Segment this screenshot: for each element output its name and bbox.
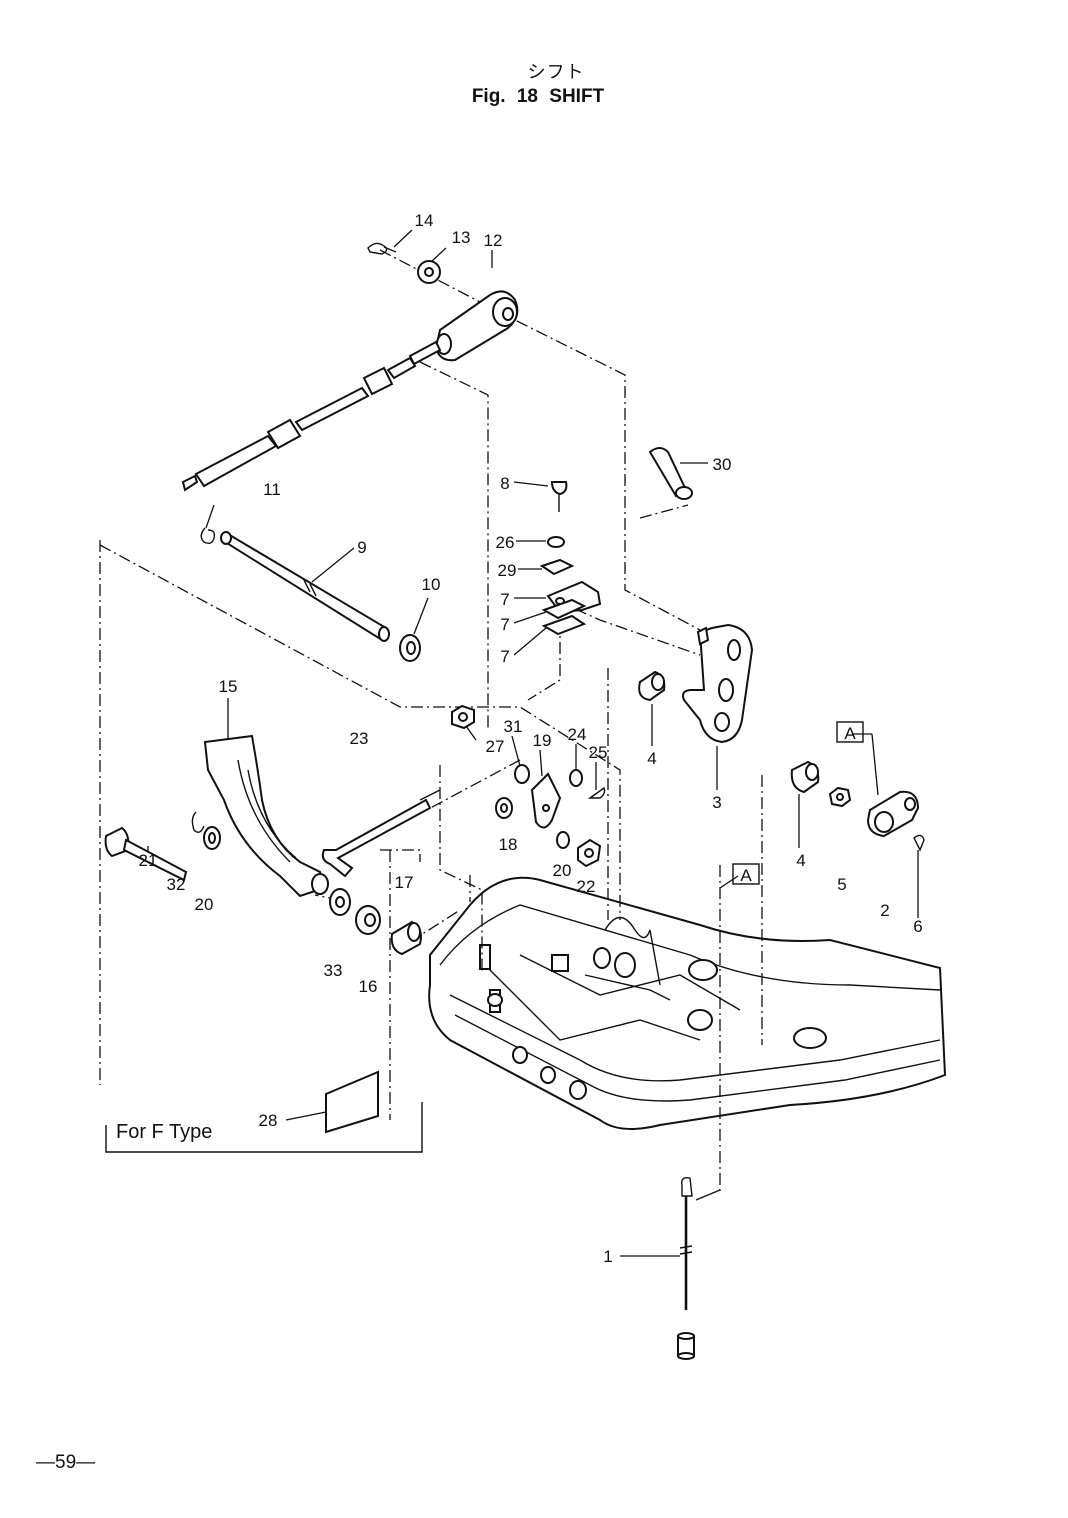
callout-7b: 7: [500, 615, 509, 634]
callout-21: 21: [139, 851, 158, 870]
callout-8: 8: [500, 474, 509, 493]
callout-17: 17: [395, 873, 414, 892]
callout-20-left: 20: [195, 895, 214, 914]
callout-23: 23: [350, 729, 369, 748]
part-2-joint: [866, 790, 920, 838]
part-20-washer-right: [556, 831, 570, 849]
callout-15: 15: [219, 677, 238, 696]
part-13-washer: [417, 260, 441, 284]
part-20-washer-left: [203, 826, 221, 850]
callout-7c: 7: [500, 647, 509, 666]
part-6-pin: [913, 834, 925, 852]
callout-labels: 14 13 12 30 8 11 26 9 29 10 7 7 7 15 23 …: [139, 211, 923, 1266]
part-14-cotter-pin: [367, 242, 397, 255]
part-5-nut: [828, 786, 852, 808]
callout-26: 26: [496, 533, 515, 552]
figure-title-japanese: シフト: [527, 62, 585, 83]
callout-28: 28: [259, 1111, 278, 1130]
reference-mark-a-upper: A: [844, 724, 856, 743]
callout-32: 32: [167, 875, 186, 894]
callout-33: 33: [324, 961, 343, 980]
part-15-lever-arm: [203, 734, 329, 898]
part-25-pin: [587, 786, 606, 799]
part-1-rod-end: [677, 1332, 695, 1360]
part-19-plate: [530, 772, 562, 829]
part-30-rod: [648, 447, 693, 500]
callout-25: 25: [589, 743, 608, 762]
part-18-washer: [495, 797, 513, 819]
part-22-nut: [577, 838, 602, 868]
callout-16: 16: [359, 977, 378, 996]
part-11-clip: [200, 527, 216, 545]
callout-1: 1: [603, 1247, 612, 1266]
part-12-shift-joint: [434, 290, 519, 362]
callout-5: 5: [837, 875, 846, 894]
callout-29: 29: [498, 561, 517, 580]
callout-4-upper: 4: [647, 749, 656, 768]
part-23-link-rod: [321, 789, 441, 878]
reference-box-a-lower: [732, 863, 760, 885]
callout-3: 3: [712, 793, 721, 812]
callout-24: 24: [568, 725, 587, 744]
callout-13: 13: [452, 228, 471, 247]
part-9-shift-shaft: [220, 531, 390, 642]
callout-11: 11: [263, 480, 281, 499]
part-26-washer: [547, 536, 565, 548]
reference-mark-a-lower: A: [740, 866, 752, 885]
callout-9: 9: [357, 538, 366, 557]
part-28-decal: [325, 1070, 379, 1134]
part-21-bolt: [104, 826, 188, 882]
part-4-bushing-upper: [638, 670, 666, 702]
part-16-washer: [355, 905, 381, 935]
part-31-washer: [514, 764, 530, 784]
callout-22: 22: [577, 877, 596, 896]
callout-10: 10: [422, 575, 441, 594]
callout-14: 14: [415, 211, 434, 230]
callout-4-lower: 4: [796, 851, 805, 870]
part-33-washer: [329, 888, 351, 916]
part-4-bushing-lower: [790, 760, 820, 794]
part-10-washer: [399, 634, 421, 662]
figure-title: Fig. 18 SHIFT: [471, 86, 605, 107]
page-number: —59—: [36, 1452, 96, 1473]
callout-18: 18: [499, 835, 518, 854]
callout-20-right: 20: [553, 861, 572, 880]
figure-header: シフト Fig. 18 SHIFT: [0, 58, 1068, 108]
shift-cable: [181, 340, 442, 492]
callout-6: 6: [913, 917, 922, 936]
part-32-washer: [191, 811, 205, 833]
callout-30: 30: [713, 455, 732, 474]
reference-box-a-upper: [836, 721, 864, 743]
part-7-spacers: [541, 580, 602, 636]
callout-12: 12: [484, 231, 503, 250]
part-24-washer: [569, 769, 583, 787]
part-3-shift-lever: [682, 623, 754, 744]
callout-27: 27: [486, 737, 505, 756]
leader-lines: [147, 229, 919, 1257]
part-27-nut: [451, 704, 475, 730]
f-type-note: For F Type: [116, 1121, 212, 1143]
callout-31: 31: [504, 717, 523, 736]
bottom-cowling: [428, 876, 947, 1130]
part-8-screw: [550, 481, 568, 512]
f-type-bracket: [105, 1102, 423, 1153]
part-29-plate: [539, 558, 575, 576]
part-17-bushing: [390, 920, 422, 956]
callout-19: 19: [533, 731, 552, 750]
callout-7a: 7: [500, 590, 509, 609]
part-1-shift-rod: [679, 1176, 693, 1310]
callout-2: 2: [880, 901, 889, 920]
